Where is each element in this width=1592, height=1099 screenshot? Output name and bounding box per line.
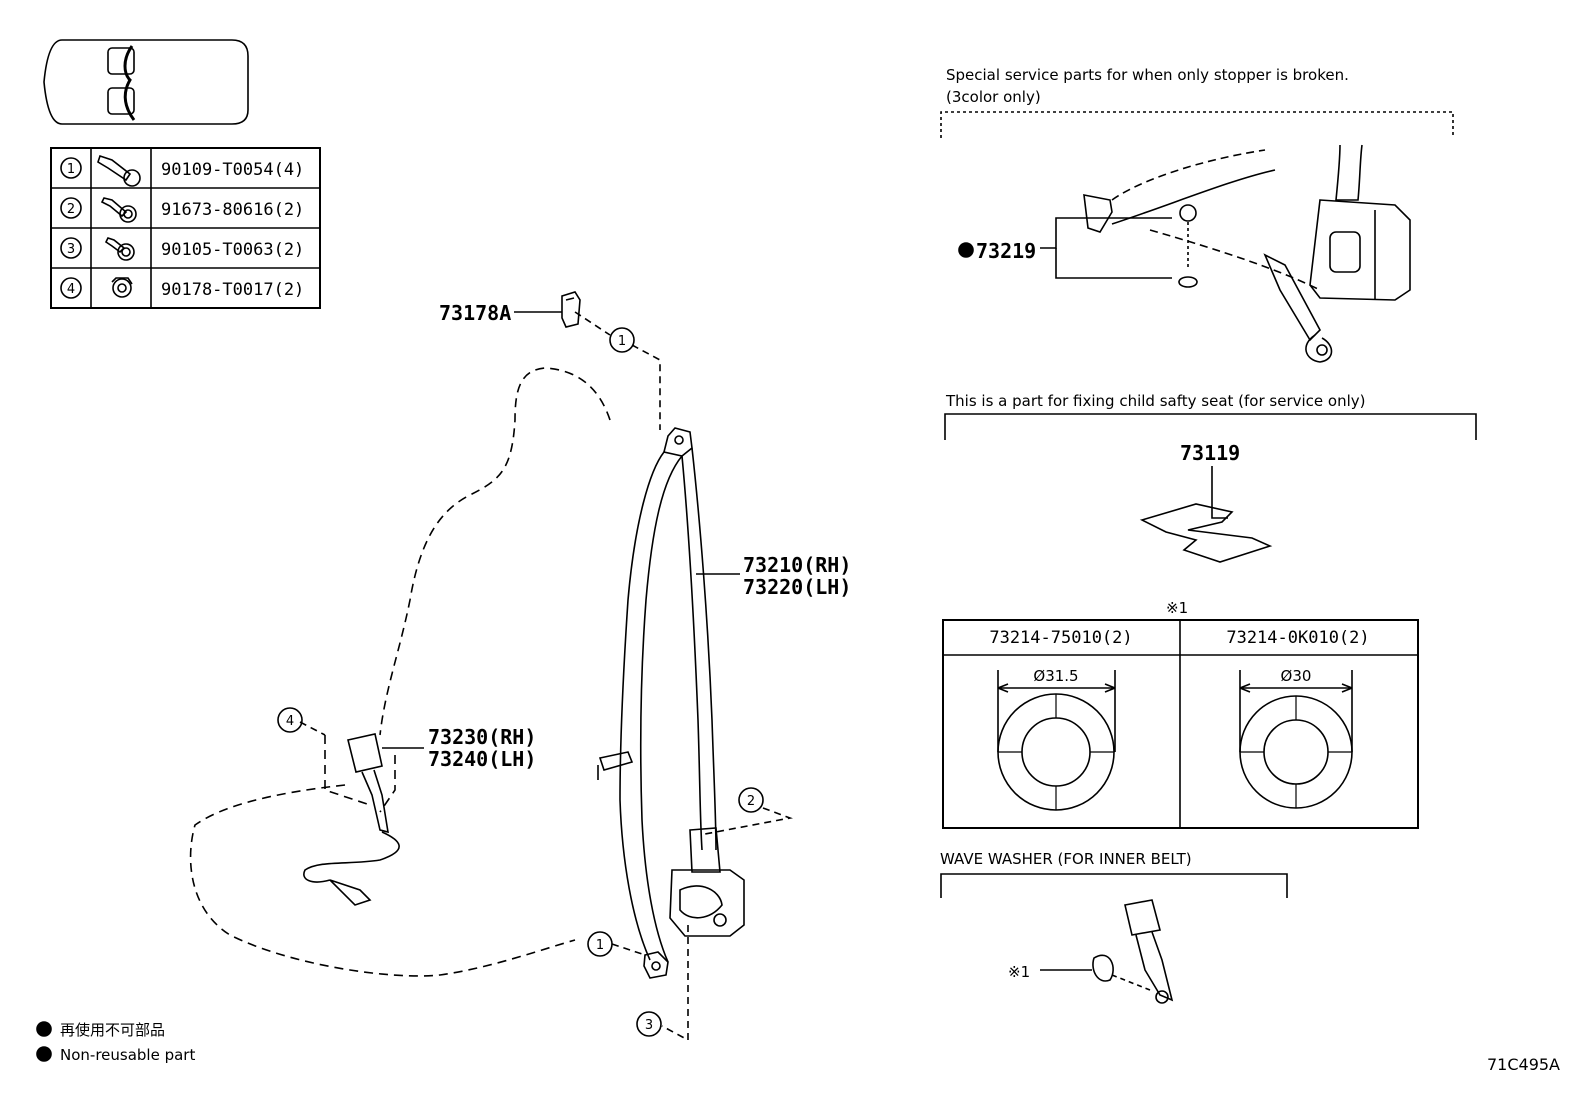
washer-dim-30: Ø30 xyxy=(1281,667,1312,685)
ref-circle-3 xyxy=(636,1011,662,1037)
stopper-section xyxy=(940,111,1454,363)
figure-code: 71C495A xyxy=(1487,1055,1560,1074)
vehicle-location-icon xyxy=(43,39,249,125)
callout-73240: 73240(LH) xyxy=(428,747,536,771)
child-seat-section xyxy=(944,413,1477,563)
washer-30-icon xyxy=(1239,670,1353,809)
ref-circle-1-bottom xyxy=(587,931,613,957)
washer-table xyxy=(942,619,1419,829)
ref-circle-3-label: 3 xyxy=(645,1018,653,1033)
fastener-table xyxy=(50,147,321,309)
shoulder-belt-assembly xyxy=(597,427,745,979)
washer-part-75010: 73214-75010(2) xyxy=(989,628,1132,648)
ref-circle-4-label: 4 xyxy=(286,714,294,729)
callout-73119: 73119 xyxy=(1180,441,1240,465)
buckle-assembly xyxy=(303,733,400,906)
stopper-note-line2: (3color only) xyxy=(946,88,1041,106)
ref-circle-2-label: 2 xyxy=(747,794,755,809)
ref-circle-1-bottom-label: 1 xyxy=(596,938,604,953)
fastener-index-2: 2 xyxy=(67,202,75,217)
wave-washer-title: WAVE WASHER (FOR INNER BELT) xyxy=(940,850,1192,868)
leader-lines xyxy=(299,311,793,1042)
legend-jp-text: 再使用不可部品 xyxy=(60,1021,165,1039)
bolt-icon xyxy=(97,154,141,187)
reference-mark-1: ※1 xyxy=(1166,599,1188,617)
fastener-part-3: 90105-T0063(2) xyxy=(161,240,304,260)
child-seat-note: This is a part for fixing child safty se… xyxy=(945,392,1365,410)
ref-circle-1-top xyxy=(609,327,635,353)
fastener-index-4: 4 xyxy=(67,282,75,297)
callout-73178A: 73178A xyxy=(439,301,511,325)
ref-circle-2 xyxy=(738,787,764,813)
washer-part-0K010: 73214-0K010(2) xyxy=(1226,628,1369,648)
fastener-index-1: 1 xyxy=(67,162,75,177)
short-bolt-icon xyxy=(104,237,135,261)
ref-circle-4 xyxy=(277,707,303,733)
legend-bullet-jp xyxy=(36,1021,52,1037)
nut-icon xyxy=(111,277,133,298)
seat-outline xyxy=(189,367,611,977)
fastener-part-2: 91673-80616(2) xyxy=(161,200,304,220)
reference-mark-1-label: ※1 xyxy=(1008,963,1030,981)
callout-73220: 73220(LH) xyxy=(743,575,851,599)
ref-circle-1-top-label: 1 xyxy=(618,334,626,349)
callout-73219: 73219 xyxy=(976,239,1036,263)
anchor-cover-73178A xyxy=(561,291,581,328)
wave-washer-section xyxy=(940,873,1288,1004)
bolt-washer-icon xyxy=(100,197,137,223)
callout-73210: 73210(RH) xyxy=(743,553,851,577)
fastener-index-3: 3 xyxy=(67,242,75,257)
legend-bullet-en xyxy=(36,1046,52,1062)
washer-dim-31-5: Ø31.5 xyxy=(1033,667,1078,685)
fastener-part-1: 90109-T0054(4) xyxy=(161,160,304,180)
legend-en-text: Non-reusable part xyxy=(60,1046,195,1064)
washer-31-5-icon xyxy=(997,670,1116,811)
callout-73230: 73230(RH) xyxy=(428,725,536,749)
stopper-note-line1: Special service parts for when only stop… xyxy=(946,66,1349,84)
non-reusable-bullet xyxy=(958,242,974,258)
fastener-part-4: 90178-T0017(2) xyxy=(161,280,304,300)
